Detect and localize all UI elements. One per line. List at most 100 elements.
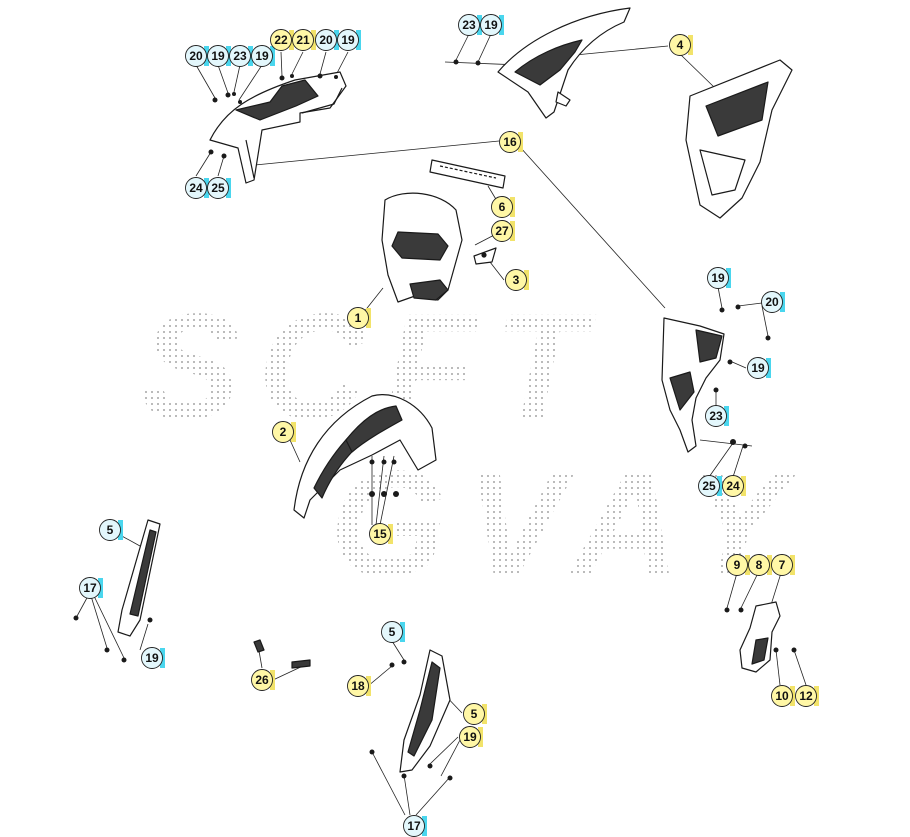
- callout-26: 26: [251, 669, 275, 691]
- callout-circle: [185, 45, 207, 67]
- callout-label: 12: [799, 689, 813, 703]
- callout-16: 16: [499, 131, 523, 153]
- callout-7: 7: [771, 554, 795, 576]
- callout-19: 19: [459, 726, 483, 748]
- callout-circle: [337, 29, 359, 51]
- callout-15: 15: [369, 523, 393, 545]
- callout-17: 17: [403, 815, 427, 837]
- callout-label: 23: [709, 409, 723, 423]
- callout-circle: [722, 475, 744, 497]
- callout-label: 3: [513, 273, 520, 287]
- callout-label: 5: [471, 707, 478, 721]
- callout-23: 23: [458, 14, 482, 36]
- callout-label: 16: [503, 135, 517, 149]
- callout-circle: [369, 523, 391, 545]
- callout-circle: [272, 421, 294, 443]
- callout-3: 3: [505, 269, 529, 291]
- callout-25: 25: [207, 177, 231, 199]
- callout-circle: [771, 685, 793, 707]
- callout-circle: [229, 45, 251, 67]
- watermark-line2: GVAY: [330, 439, 805, 607]
- callout-circle: [761, 291, 783, 313]
- part-fork-guard-center: [399, 649, 451, 773]
- callout-circle: [747, 357, 769, 379]
- callout-circle: [698, 475, 720, 497]
- callout-24: 24: [722, 475, 746, 497]
- part-strip: [429, 159, 506, 189]
- callout-circle: [726, 554, 748, 576]
- callout-19: 19: [141, 647, 165, 669]
- callout-circle: [79, 577, 101, 599]
- callout-label: 20: [189, 49, 203, 63]
- callout-5: 5: [463, 703, 487, 725]
- callout-circle: [748, 554, 770, 576]
- callout-23: 23: [705, 405, 729, 427]
- callout-4: 4: [669, 34, 693, 56]
- callout-label: 27: [495, 224, 509, 238]
- callout-19: 19: [337, 29, 361, 51]
- callout-circle: [771, 554, 793, 576]
- callout-label: 8: [756, 558, 763, 572]
- callout-label: 1: [355, 311, 362, 325]
- callout-10: 10: [771, 685, 795, 707]
- callout-label: 23: [462, 18, 476, 32]
- callout-1: 1: [347, 307, 371, 329]
- callout-label: 20: [319, 33, 333, 47]
- callout-label: 19: [255, 49, 269, 63]
- callout-label: 19: [341, 33, 355, 47]
- callout-circle: [480, 14, 502, 36]
- callout-5: 5: [99, 519, 123, 541]
- callout-label: 26: [255, 673, 269, 687]
- callout-circle: [251, 45, 273, 67]
- callout-20: 20: [185, 45, 209, 67]
- callout-label: 2: [280, 425, 287, 439]
- callout-label: 9: [734, 558, 741, 572]
- callout-circle: [251, 669, 273, 691]
- callout-circle: [315, 29, 337, 51]
- part-front-fender: [293, 394, 437, 519]
- callout-circle: [705, 405, 727, 427]
- callout-circle: [292, 29, 314, 51]
- callout-12: 12: [795, 685, 819, 707]
- callout-25: 25: [698, 475, 722, 497]
- callout-circle: [207, 45, 229, 67]
- callout-label: 24: [189, 181, 203, 195]
- callout-circle: [381, 621, 403, 643]
- callout-label: 19: [711, 271, 725, 285]
- callout-19: 19: [707, 267, 731, 289]
- callout-label: 5: [389, 625, 396, 639]
- callout-label: 19: [145, 651, 159, 665]
- parts: [73, 7, 797, 781]
- callout-label: 17: [83, 581, 97, 595]
- callout-circle: [463, 703, 485, 725]
- part-tank-cover: [497, 7, 631, 119]
- callout-19: 19: [747, 357, 771, 379]
- callout-label: 21: [296, 33, 310, 47]
- callout-label: 10: [775, 689, 789, 703]
- callout-label: 17: [407, 819, 421, 833]
- leader-lines: [75, 33, 807, 816]
- callout-21: 21: [292, 29, 316, 51]
- callout-label: 15: [373, 527, 387, 541]
- callout-circle: [505, 269, 527, 291]
- callout-circle: [795, 685, 817, 707]
- part-radiator-shroud-left: [209, 71, 347, 184]
- callout-circle: [185, 177, 207, 199]
- callout-label: 22: [274, 33, 288, 47]
- callout-label: 18: [351, 679, 365, 693]
- callout-label: 25: [702, 479, 716, 493]
- callout-label: 19: [463, 730, 477, 744]
- callout-label: 19: [484, 18, 498, 32]
- callout-label: 19: [211, 49, 225, 63]
- callout-label: 7: [779, 558, 786, 572]
- callout-label: 19: [751, 361, 765, 375]
- callout-20: 20: [315, 29, 339, 51]
- callout-label: 23: [233, 49, 247, 63]
- callout-circle: [347, 675, 369, 697]
- callout-circle: [707, 267, 729, 289]
- callout-circle: [491, 220, 513, 242]
- part-chain-guide: [739, 601, 781, 673]
- callout-19: 19: [480, 14, 504, 36]
